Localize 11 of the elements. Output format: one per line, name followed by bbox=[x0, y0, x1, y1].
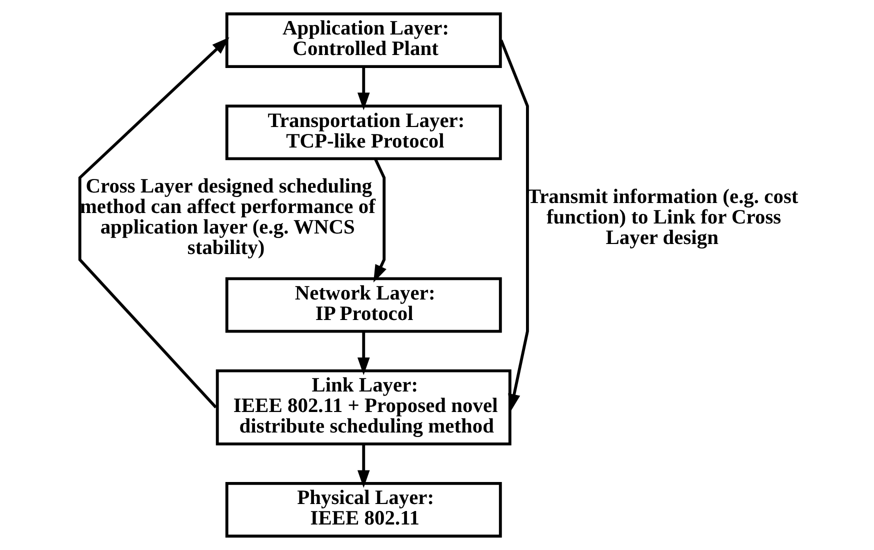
node-box: Physical Layer: IEEE 802.11 bbox=[224, 482, 502, 538]
node-box: Application Layer: Controlled Plant bbox=[224, 12, 502, 68]
arrow bbox=[78, 37, 229, 408]
arrow bbox=[356, 67, 370, 110]
node-box: Link Layer: IEEE 802.11 + Proposed novel distribute scheduling method bbox=[215, 369, 511, 446]
node-box: Network Layer: IP Protocol bbox=[224, 277, 502, 333]
arrow bbox=[372, 158, 386, 283]
arrow bbox=[356, 332, 370, 376]
arrow bbox=[356, 444, 370, 488]
arrow bbox=[499, 40, 528, 412]
node-box: Transportation Layer: TCP-like Protocol bbox=[224, 104, 502, 160]
